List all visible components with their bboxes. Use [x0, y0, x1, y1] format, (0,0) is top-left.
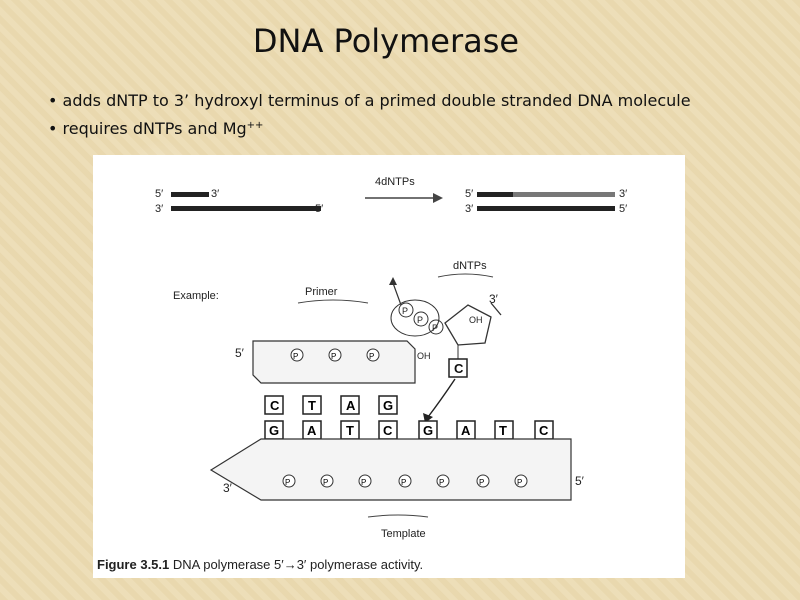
pyrophosphate-release-arrow	[392, 282, 402, 306]
figure-caption: Figure 3.5.1 DNA polymerase 5′→3′ polyme…	[97, 557, 423, 572]
incoming-backbone	[490, 302, 502, 316]
bullet-text: • adds dNTP to 3’ hydroxyl terminus of a…	[48, 91, 691, 110]
pyrophosphate-ellipse	[390, 299, 440, 337]
right-extended-part	[513, 192, 615, 197]
template-p7: P	[517, 478, 522, 487]
primer-p3: P	[369, 352, 374, 361]
right-top-5-label: 5′	[465, 188, 473, 200]
primer-bracket	[297, 299, 369, 304]
template-base-4: C	[383, 423, 393, 438]
incoming-3-label: 3′	[489, 292, 499, 306]
phosphate-label-1: P	[402, 306, 408, 316]
template-bases: G A T C G A T C	[264, 420, 554, 440]
bullet-item-requires: • requires dNTPs and Mg++	[48, 113, 691, 141]
primer-p1: P	[293, 352, 298, 361]
phosphate-circle-2	[413, 311, 429, 327]
template-base-5: G	[423, 423, 433, 438]
template-p2: P	[323, 478, 328, 487]
primer-base-box-2	[302, 395, 322, 415]
template-p3: P	[361, 478, 366, 487]
template-p4: P	[401, 478, 406, 487]
template-label: Template	[381, 528, 426, 540]
primer-bases: C T A G	[264, 395, 398, 415]
bullet-list: • adds dNTP to 3’ hydroxyl terminus of a…	[48, 88, 691, 141]
template-base-2: A	[307, 423, 317, 438]
top-left-5-label: 5′	[155, 188, 163, 200]
incoming-base-box	[448, 358, 468, 378]
primer-strand-short	[171, 192, 209, 197]
primer-oh-label: OH	[417, 351, 431, 361]
template-3-label: 3′	[223, 481, 233, 495]
primer-phosphates: P P P	[290, 348, 380, 362]
template-base-1: G	[269, 423, 279, 438]
figure-diagram: 5′ 3′ 3′ 5′ 4dNTPs 5′ 3′ 3′ 5′ Example: …	[155, 176, 627, 540]
phosphate-label-2: P	[417, 315, 423, 325]
template-block	[209, 438, 572, 501]
incoming-sugar-ring	[444, 304, 492, 346]
bullet-text: • requires dNTPs and Mg	[48, 119, 247, 138]
example-label: Example:	[173, 290, 219, 302]
primer-block	[252, 340, 416, 384]
incorporation-arrow	[427, 378, 456, 418]
incoming-oh-label: OH	[469, 315, 483, 325]
pyrophosphate-arrowhead	[389, 277, 397, 285]
primer-base-4: G	[383, 398, 393, 413]
template-p1: P	[285, 478, 290, 487]
primer-base-3: A	[346, 398, 356, 413]
right-template-strand	[477, 206, 615, 211]
top-left-3-label: 3′	[211, 188, 219, 200]
primer-base-box-1	[264, 395, 284, 415]
template-base-3: T	[346, 423, 354, 438]
template-phosphates: P P P P P P P	[282, 474, 528, 488]
right-bottom-5-label: 5′	[619, 203, 627, 215]
template-bracket	[367, 514, 429, 518]
bottom-left-3-label: 3′	[155, 203, 163, 215]
figure-number: Figure 3.5.1	[97, 557, 170, 572]
primer-label: Primer	[305, 286, 338, 298]
template-base-7: T	[499, 423, 507, 438]
right-primer-part	[477, 192, 513, 197]
slide-title: DNA Polymerase	[252, 22, 520, 60]
bottom-left-5-label: 5′	[315, 203, 323, 215]
primer-base-1: C	[270, 398, 280, 413]
right-top-3-label: 3′	[619, 188, 627, 200]
reaction-arrow-head	[433, 193, 443, 203]
primer-base-box-4	[378, 395, 398, 415]
primer-5-label: 5′	[235, 346, 245, 360]
bullet-item-adds-dntp: • adds dNTP to 3’ hydroxyl terminus of a…	[48, 88, 691, 113]
primer-base-box-3	[340, 395, 360, 415]
right-bottom-3-label: 3′	[465, 203, 473, 215]
template-5-label: 5′	[575, 474, 585, 488]
template-base-6: A	[461, 423, 471, 438]
primer-p2: P	[331, 352, 336, 361]
template-p6: P	[479, 478, 484, 487]
template-strand-long	[171, 206, 321, 211]
dntps-bracket	[437, 273, 494, 278]
phosphate-circle-1	[398, 302, 414, 318]
template-p5: P	[439, 478, 444, 487]
dna-polymerase-figure: 5′ 3′ 3′ 5′ 4dNTPs 5′ 3′ 3′ 5′ Example: …	[93, 155, 685, 578]
incoming-base-label: C	[454, 361, 464, 376]
template-base-8: C	[539, 423, 549, 438]
mg-charge: ++	[246, 120, 264, 131]
four-dntps-label: 4dNTPs	[375, 176, 415, 188]
figure-caption-text: DNA polymerase 5′→3′ polymerase activity…	[172, 557, 424, 572]
primer-base-2: T	[308, 398, 316, 413]
dntps-label: dNTPs	[453, 260, 487, 272]
